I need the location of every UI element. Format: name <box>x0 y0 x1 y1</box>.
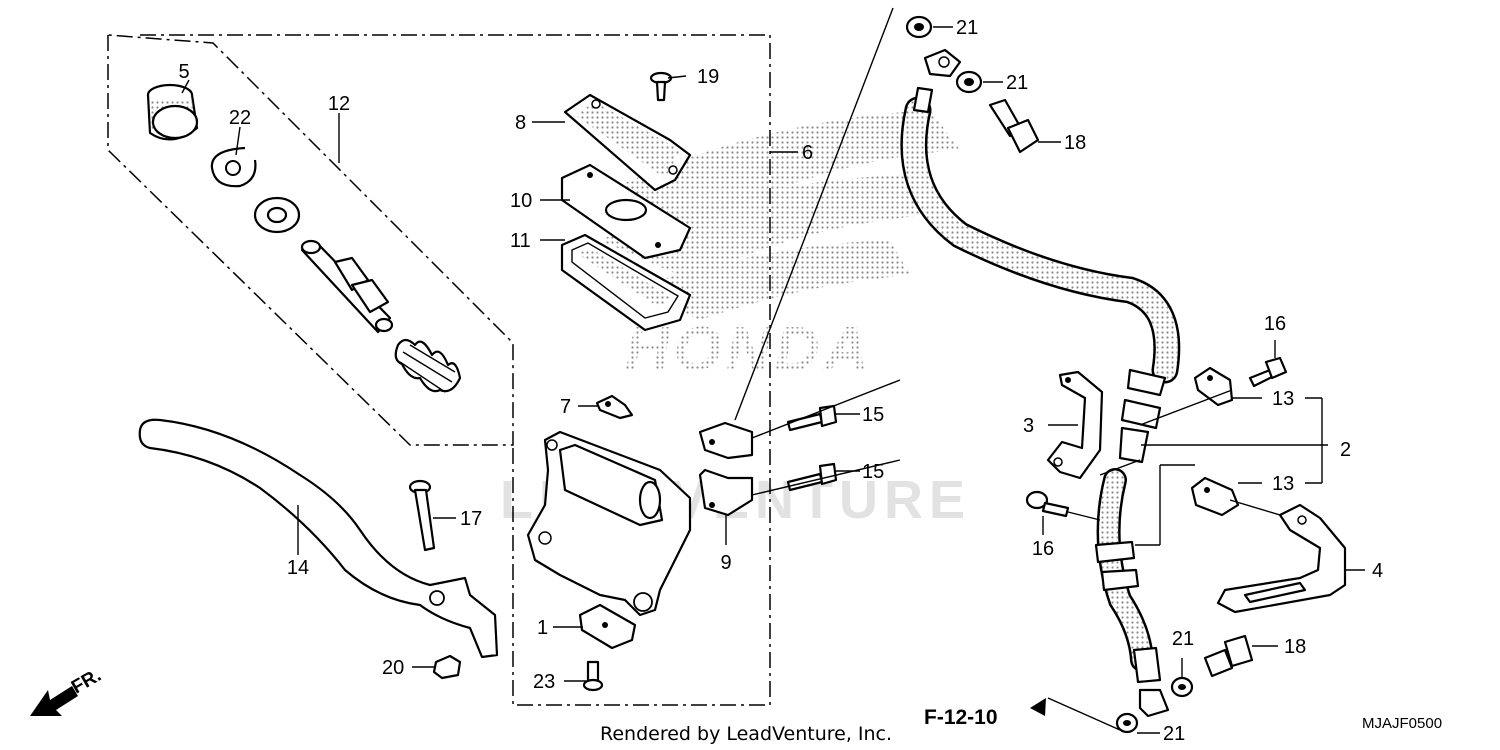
part-8-cover <box>563 93 692 192</box>
callout-9: 9 <box>720 552 731 574</box>
part-18-bolt-upper <box>988 98 1040 154</box>
part-11-diaphragm <box>560 233 692 332</box>
callout-3: 3 <box>1023 415 1034 437</box>
callout-19: 19 <box>697 66 719 88</box>
part-piston <box>300 239 394 334</box>
part-1-switch <box>578 603 637 650</box>
callout-21-upper: 21 <box>1006 72 1028 94</box>
part-15-bolt-upper <box>786 404 838 432</box>
part-7-bracket <box>595 394 634 420</box>
part-21-washer-c <box>1170 676 1194 698</box>
part-13-clamp-lower <box>1190 476 1240 517</box>
callout-18-lower: 18 <box>1284 636 1306 658</box>
lower-brake-hose <box>1094 468 1170 718</box>
group-outline-12 <box>107 34 514 446</box>
part-14-lever <box>138 418 499 659</box>
callout-20: 20 <box>382 657 404 679</box>
group-outline-6 <box>140 34 771 706</box>
part-21-washer-b <box>955 70 983 94</box>
part-4-bracket <box>1216 503 1347 614</box>
callout-2: 2 <box>1340 439 1351 461</box>
part-16-bolt-lower <box>1025 490 1070 518</box>
credit-text: Rendered by LeadVenture, Inc. <box>600 723 892 745</box>
callout-16-upper: 16 <box>1264 313 1286 335</box>
part-18-bolt-lower <box>1203 634 1254 678</box>
part-9-holder <box>698 421 754 517</box>
callout-23: 23 <box>533 671 555 693</box>
callout-8: 8 <box>515 112 526 134</box>
reference-label: F-12-10 <box>924 706 998 729</box>
part-spring <box>394 338 462 393</box>
part-21-washer-a <box>905 15 933 39</box>
callout-7: 7 <box>560 396 571 418</box>
callout-1: 1 <box>537 617 548 639</box>
callout-16-lower: 16 <box>1032 538 1054 560</box>
callout-5: 5 <box>178 61 189 83</box>
callout-18-upper: 18 <box>1064 132 1086 154</box>
part-20-nut <box>432 654 462 680</box>
part-13-clamp-upper <box>1193 366 1234 407</box>
master-cylinder-body <box>526 430 692 617</box>
front-direction-indicator: FR. <box>30 665 105 716</box>
callout-13-lower: 13 <box>1272 473 1294 495</box>
callout-6: 6 <box>802 142 813 164</box>
part-10-plate <box>560 163 692 260</box>
part-5-cap <box>146 83 199 141</box>
part-21-washer-d <box>1115 712 1139 734</box>
part-22-circlip <box>210 146 257 188</box>
callout-11: 11 <box>510 230 531 252</box>
upper-brake-hose <box>900 48 1181 464</box>
callout-21-top: 21 <box>956 17 978 39</box>
part-17-pivot-bolt <box>408 479 436 552</box>
callout-14: 14 <box>287 557 309 579</box>
callout-13-upper: 13 <box>1272 388 1294 410</box>
part-3-bracket <box>1046 370 1104 480</box>
part-19-screw <box>649 71 673 102</box>
leader-lines <box>181 7 1365 734</box>
callout-22: 22 <box>229 107 251 129</box>
callout-15-lower: 15 <box>862 461 884 483</box>
callout-12: 12 <box>328 93 350 115</box>
part-23-screw <box>582 660 604 692</box>
callout-21-bottom: 21 <box>1163 723 1185 745</box>
callout-15-upper: 15 <box>862 404 884 426</box>
callout-10: 10 <box>510 190 532 212</box>
part-seal-washer <box>253 196 301 234</box>
watermark-brand: HONDA <box>625 315 872 384</box>
callout-4: 4 <box>1372 560 1383 582</box>
diagram-code: MJAJF0500 <box>1362 715 1442 732</box>
reference-arrow <box>1030 698 1046 716</box>
part-16-bolt-upper <box>1248 356 1288 388</box>
callout-17: 17 <box>460 508 482 530</box>
callout-21-lower: 21 <box>1172 628 1194 650</box>
